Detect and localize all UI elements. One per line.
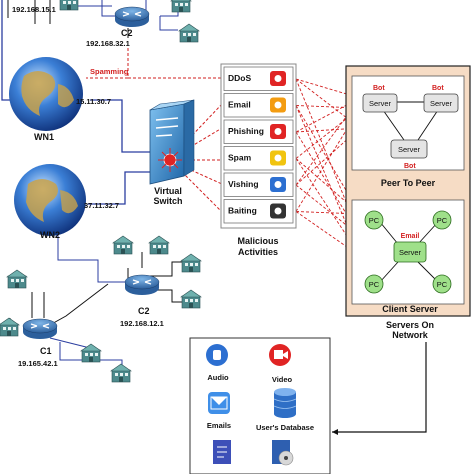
switch-label: Switch [153, 196, 182, 206]
malicious-item-label: Baiting [228, 206, 257, 216]
building-icon [170, 0, 192, 13]
pc-label: PC [437, 216, 448, 225]
network-label: WN2 [40, 230, 60, 240]
router-icon [124, 274, 160, 296]
ip-label: 192.168.32.1 [86, 39, 130, 48]
pc-label: PC [437, 280, 448, 289]
building-icon [58, 0, 80, 11]
database-icon [273, 388, 297, 418]
storage-label: Emails [207, 421, 231, 430]
ip-label: 19.165.42.1 [18, 359, 58, 368]
servers-panel [345, 65, 471, 317]
peer-to-peer-box [351, 75, 465, 171]
pc-node [364, 274, 384, 294]
building-icon [180, 253, 202, 273]
mail-icon [208, 392, 230, 414]
audio-icon [206, 344, 228, 366]
attack-line [295, 211, 361, 215]
video-icon [269, 344, 291, 366]
p2p-title: Peer To Peer [381, 178, 436, 188]
malicious-item-label: Phishing [228, 126, 264, 136]
building-icon [0, 317, 20, 337]
spamming-label: Spamming [90, 67, 129, 76]
virtual-switch-icon [149, 99, 195, 185]
connection-lines [1, 0, 427, 435]
router-icon [114, 6, 150, 28]
building-icon [178, 23, 200, 43]
icon-glyph [274, 181, 282, 188]
router-icon [22, 318, 58, 340]
p2p-server-node [423, 93, 459, 113]
server-label: Server [399, 248, 422, 257]
attack-line [295, 211, 361, 257]
disc-icon [272, 440, 294, 466]
malicious-item-label: Vishing [228, 179, 259, 189]
bot-label: Bot [373, 85, 385, 92]
wn1-globe-icon [9, 57, 83, 131]
attack-line [295, 105, 361, 109]
switch-label: Virtual [154, 186, 182, 196]
malicious-item: Spam [223, 146, 294, 171]
document-icon [213, 440, 231, 464]
pc-node [432, 210, 452, 230]
malicious-title: Activities [238, 247, 278, 257]
building-icon [180, 289, 202, 309]
icon-glyph [274, 101, 282, 109]
attack-line [295, 184, 361, 237]
storage-label: Audio [207, 373, 229, 382]
p2p-server-node [362, 93, 398, 113]
network-label: C1 [40, 346, 52, 356]
pc-node [432, 274, 452, 294]
storage-panel [189, 337, 331, 474]
icon-glyph [274, 128, 282, 135]
malicious-item: Phishing [223, 119, 294, 144]
malicious-item-label: Email [228, 100, 251, 110]
bot-label: Bot [404, 163, 416, 170]
network-label: C2 [138, 306, 150, 316]
malicious-item: Vishing [223, 172, 294, 197]
pc-label: PC [369, 280, 380, 289]
pc-label: PC [369, 216, 380, 225]
network-label: WN1 [34, 132, 54, 142]
wn2-globe-icon [14, 164, 86, 236]
building-icon [6, 269, 28, 289]
servers-footer: Servers On [386, 320, 434, 330]
icon-glyph [274, 207, 282, 215]
malicious-item: Email [223, 93, 294, 118]
server-label: Server [398, 145, 421, 154]
server-label: Server [430, 99, 453, 108]
building-icon [148, 235, 170, 255]
attack-line [295, 127, 361, 133]
client-server-title: Client Server [382, 304, 438, 314]
pc-node [364, 210, 384, 230]
servers-footer: Network [392, 330, 429, 340]
p2p-server-node [390, 139, 428, 159]
storage-label: Video [272, 375, 293, 384]
server-label: Server [369, 99, 392, 108]
network-label: C2 [121, 28, 133, 38]
ip-label: 15.11.30.7 [76, 97, 111, 106]
building-icon [110, 363, 132, 383]
malicious-item: Baiting [223, 199, 294, 224]
bot-label: Bot [432, 85, 444, 92]
icon-glyph [274, 154, 282, 162]
malicious-title: Malicious [237, 236, 278, 246]
ip-label: 37.11.32.7 [84, 201, 119, 210]
malicious-item-label: DDoS [228, 73, 251, 83]
malicious-item: DDoS [223, 66, 294, 91]
ip-label: 192.168.15.1 [12, 5, 56, 14]
central-server-node [393, 241, 427, 263]
malicious-item-label: Spam [228, 153, 252, 163]
ip-label: 192.168.12.1 [120, 319, 164, 328]
email-label: Email [401, 233, 420, 240]
storage-label: User's Database [256, 423, 314, 432]
icon-glyph [274, 75, 282, 82]
building-icon [112, 235, 134, 255]
